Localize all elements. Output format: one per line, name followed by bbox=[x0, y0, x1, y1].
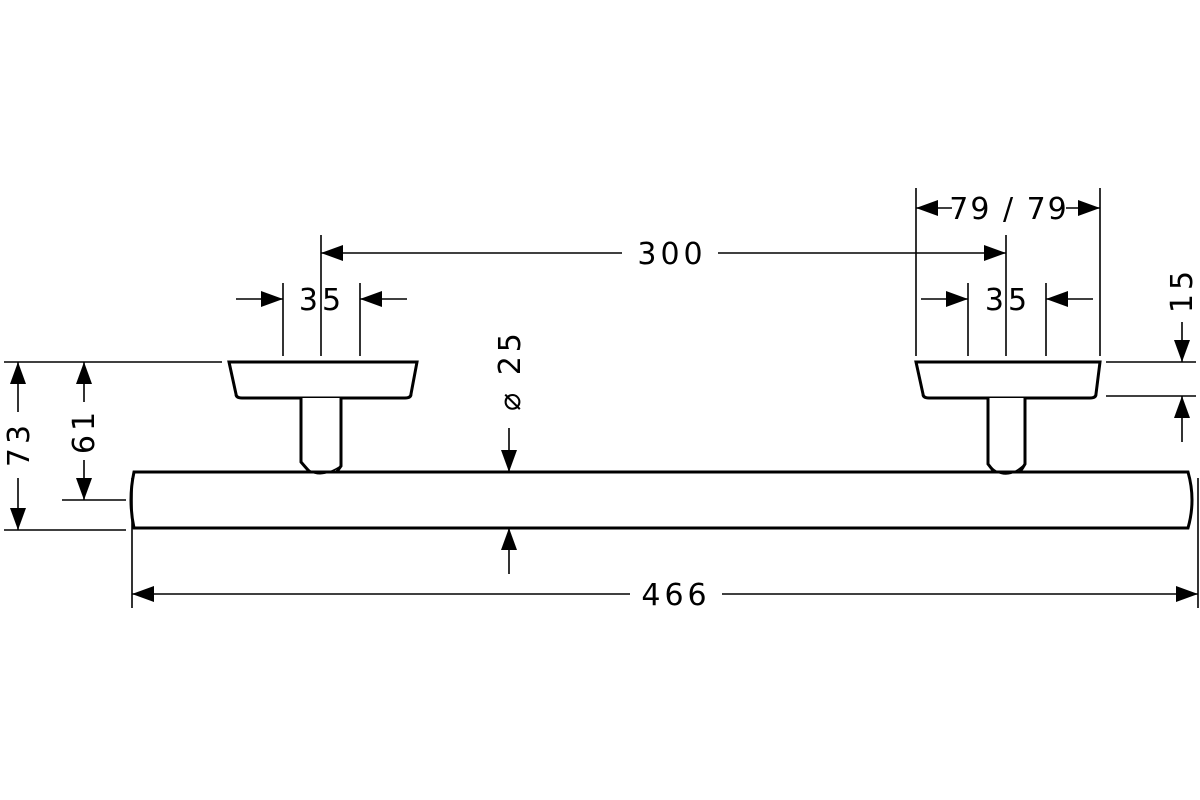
left-wall-flange bbox=[227, 360, 419, 400]
right-post bbox=[986, 398, 1027, 482]
dim-flange-thickness: 15 bbox=[1165, 267, 1200, 313]
dim-left-flange-width: 35 bbox=[299, 283, 345, 318]
right-wall-flange bbox=[914, 360, 1102, 400]
dim-right-base-size: 79 / 79 bbox=[949, 192, 1069, 227]
dim-projection-to-bar: 61 bbox=[67, 408, 102, 454]
towel-bar bbox=[129, 470, 1194, 530]
dim-overall-projection: 73 bbox=[2, 421, 37, 467]
dim-overall-width: 466 bbox=[641, 578, 710, 613]
dim-right-flange-width: 35 bbox=[985, 283, 1031, 318]
dim-bracket-spacing: 300 bbox=[637, 237, 706, 272]
dim-bar-diameter: ⌀ 25 bbox=[493, 329, 528, 411]
